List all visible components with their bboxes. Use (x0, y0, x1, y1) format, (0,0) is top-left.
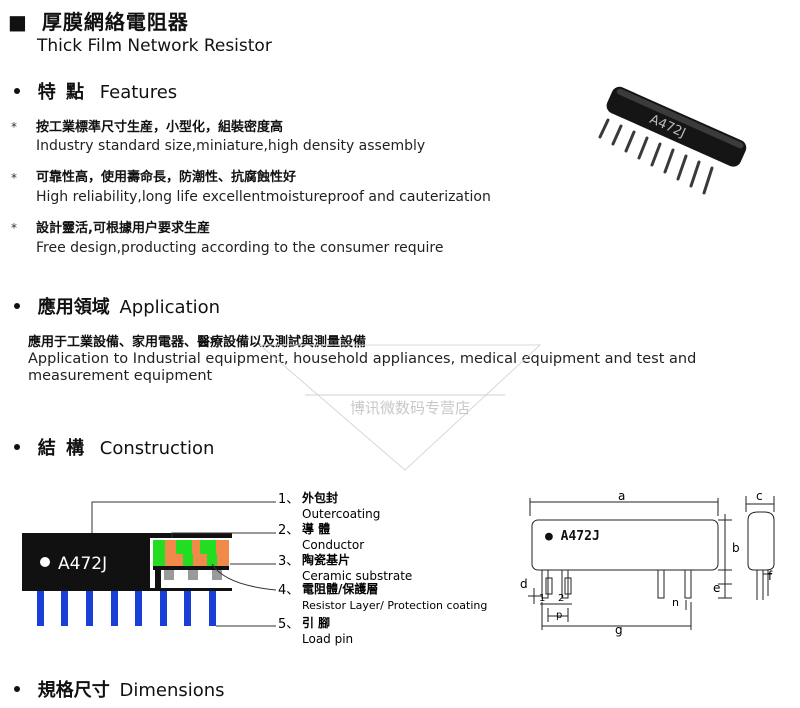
label-num-1: 1、 (278, 492, 299, 507)
dim-body-marking: ● A472J (545, 529, 600, 544)
dimension-drawing: a b c d e f g p n 1 2 (520, 489, 775, 637)
body-marking: A472J (58, 554, 107, 574)
star-icon: * (11, 171, 17, 185)
label-zh-4: 電阻體/保護層 (302, 581, 378, 596)
title-zh-text: 厚膜網絡電阻器 (41, 10, 189, 34)
bullet-icon (14, 88, 20, 94)
label-num-4: 4、 (278, 583, 299, 598)
feature-en-1: Industry standard size,miniature,high de… (36, 138, 426, 154)
dim-label-a: a (618, 489, 625, 503)
dimensions-heading-zh: 規格尺寸 (37, 680, 110, 701)
construction-diagram: A472J 1、 外包封 Outercoating 2、 導 體 Conduct… (22, 490, 487, 646)
features-heading-en: Features (99, 82, 178, 103)
label-en-1: Outercoating (302, 507, 380, 521)
feature-zh-1: 按工業標準尺寸生産，小型化，組裝密度高 (36, 120, 284, 135)
dim-label-n: n (672, 596, 679, 609)
watermark: 博讯微数码专营店 (258, 344, 542, 471)
dimensions-heading-en: Dimensions (119, 680, 225, 701)
load-pins (37, 588, 216, 626)
label-zh-5: 引 腳 (302, 615, 330, 630)
dim-label-b: b (732, 541, 740, 555)
label-en-4: Resistor Layer/ Protection coating (302, 599, 487, 612)
resistor-photo: A472J (598, 86, 747, 195)
feature-en-3: Free design,producting according to the … (36, 240, 444, 256)
resistor-photo-pins (598, 118, 714, 195)
features-heading-zh: 特 點 (37, 82, 87, 103)
dim-pins (541, 569, 692, 599)
dim-label-p: p (556, 610, 562, 621)
application-heading-zh: 應用領域 (37, 297, 110, 318)
dim-label-e: e (713, 581, 720, 595)
construction-heading-en: Construction (99, 438, 215, 459)
dim-label-2: 2 (558, 593, 564, 604)
label-zh-2: 導 體 (302, 521, 330, 536)
application-en-2: measurement equipment (28, 368, 213, 384)
label-zh-3: 陶瓷基片 (302, 552, 350, 567)
dim-label-1: 1 (539, 593, 545, 604)
star-icon: * (11, 221, 17, 235)
watermark-text: 博讯微数码专营店 (350, 399, 470, 417)
label-num-2: 2、 (278, 523, 299, 538)
feature-en-2: High reliability,long life excellentmois… (36, 189, 491, 205)
title-square: ■ (8, 10, 28, 34)
conductor (153, 540, 217, 568)
construction-heading-zh: 結 構 (37, 438, 87, 459)
label-en-5: Load pin (302, 632, 353, 646)
bullet-icon (14, 686, 20, 692)
ceramic-substrate (153, 566, 229, 588)
bullet-icon (14, 303, 20, 309)
dim-label-g: g (615, 623, 623, 637)
dim-label-c: c (756, 489, 763, 503)
side-view-body (747, 511, 775, 571)
construction-heading: 結 構 Construction (14, 434, 214, 460)
dim-dot-icon: ● (545, 529, 553, 544)
application-heading-en: Application (119, 297, 221, 318)
dim-label-d: d (520, 577, 528, 591)
application-zh: 應用于工業設備、家用電器、醫療設備以及測試與測量設備 (28, 335, 367, 350)
feature-zh-3: 設計靈活,可根據用户要求生産 (36, 221, 210, 236)
pin1-dot-icon (40, 557, 50, 567)
label-num-3: 3、 (278, 554, 299, 569)
star-icon: * (11, 120, 17, 134)
dimensions-heading: 規格尺寸 Dimensions (14, 676, 225, 702)
bullet-icon (14, 444, 20, 450)
label-zh-1: 外包封 (302, 490, 338, 505)
features-heading: 特 點 Features (14, 78, 177, 104)
feature-zh-2: 可靠性高，使用壽命長，防潮性、抗腐蝕性好 (36, 170, 297, 185)
application-heading: 應用領域 Application (14, 293, 220, 319)
dim-marking-text: A472J (560, 529, 600, 544)
page-title-zh: ■ 厚膜網絡電阻器 (8, 6, 189, 35)
page-title-en: Thick Film Network Resistor (37, 36, 272, 56)
dim-label-f: f (768, 569, 773, 583)
label-en-3: Ceramic substrate (302, 569, 412, 583)
leader-lines (91, 501, 277, 627)
label-en-2: Conductor (302, 538, 364, 552)
resistor-photo-body (606, 86, 747, 167)
dim-body (531, 519, 719, 571)
label-num-5: 5、 (278, 617, 299, 632)
